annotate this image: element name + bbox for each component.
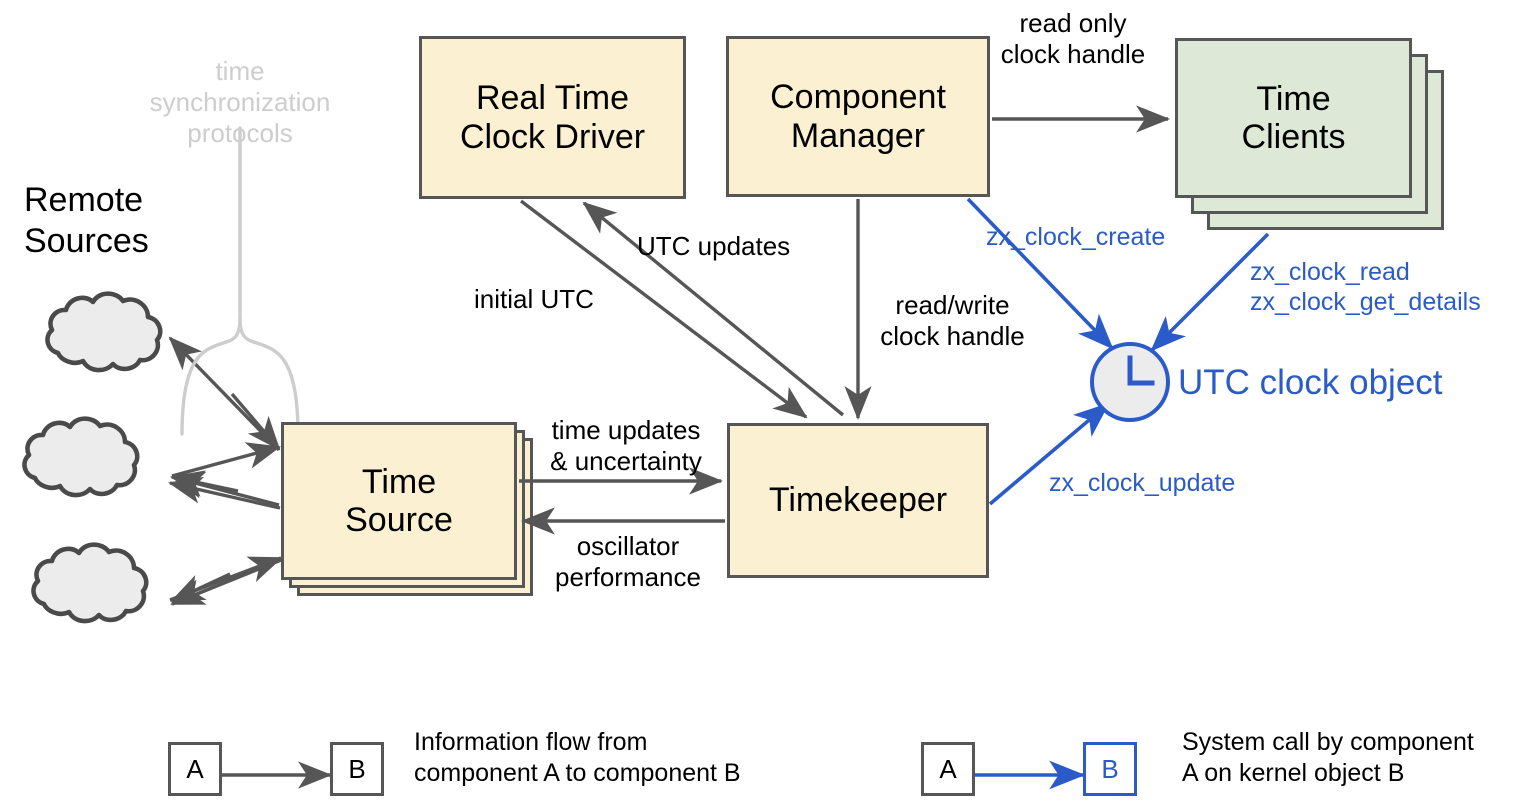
legend-syscall-box-b: B xyxy=(1083,742,1137,796)
label-zx-clock-create: zx_clock_create xyxy=(986,223,1166,251)
label-utc-clock-object: UTC clock object xyxy=(1178,363,1443,402)
legend-info-flow-description: Information flow from component A to com… xyxy=(414,728,741,788)
remote-source-clouds xyxy=(22,291,163,624)
node-label: Time Source xyxy=(345,462,453,539)
label-zx-clock-update: zx_clock_update xyxy=(1049,469,1236,497)
node-component-manager[interactable]: Component Manager xyxy=(726,36,990,197)
label-time-updates-uncertainty: time updates & uncertainty xyxy=(550,415,702,477)
sync-protocol-brace xyxy=(180,126,300,436)
node-label: Real Time Clock Driver xyxy=(459,79,646,156)
legend-syscall-description: System call by component A on kernel obj… xyxy=(1182,728,1474,788)
node-time-source[interactable]: Time Source xyxy=(281,422,517,580)
label-utc-updates: UTC updates xyxy=(637,231,791,261)
legend-box-label: A xyxy=(939,753,957,784)
node-time-clients[interactable]: Time Clients xyxy=(1175,38,1412,198)
label-read-write-clock-handle: read/write clock handle xyxy=(880,290,1025,352)
label-initial-utc: initial UTC xyxy=(474,284,594,314)
node-label: Time Clients xyxy=(1241,79,1346,156)
node-real-time-clock-driver[interactable]: Real Time Clock Driver xyxy=(419,36,686,199)
label-remote-sources: Remote Sources xyxy=(24,181,149,260)
legend-box-label: A xyxy=(186,753,204,784)
label-sync-protocols: time synchronization protocols xyxy=(149,56,331,149)
legend-box-label: B xyxy=(1101,753,1119,784)
legend-box-label: B xyxy=(348,753,366,784)
node-label: Timekeeper xyxy=(768,481,948,520)
label-zx-clock-read-details: zx_clock_read zx_clock_get_details xyxy=(1250,258,1481,316)
legend-info-flow-box-a: A xyxy=(168,742,222,796)
node-timekeeper[interactable]: Timekeeper xyxy=(727,423,989,578)
node-label: Component Manager xyxy=(770,78,946,155)
legend-syscall-box-a: A xyxy=(921,742,975,796)
legend-info-flow-box-b: B xyxy=(330,742,384,796)
label-oscillator-performance: oscillator performance xyxy=(555,531,701,593)
label-read-only-clock-handle: read only clock handle xyxy=(1000,8,1146,70)
utc-clock-object-icon xyxy=(1090,342,1170,422)
